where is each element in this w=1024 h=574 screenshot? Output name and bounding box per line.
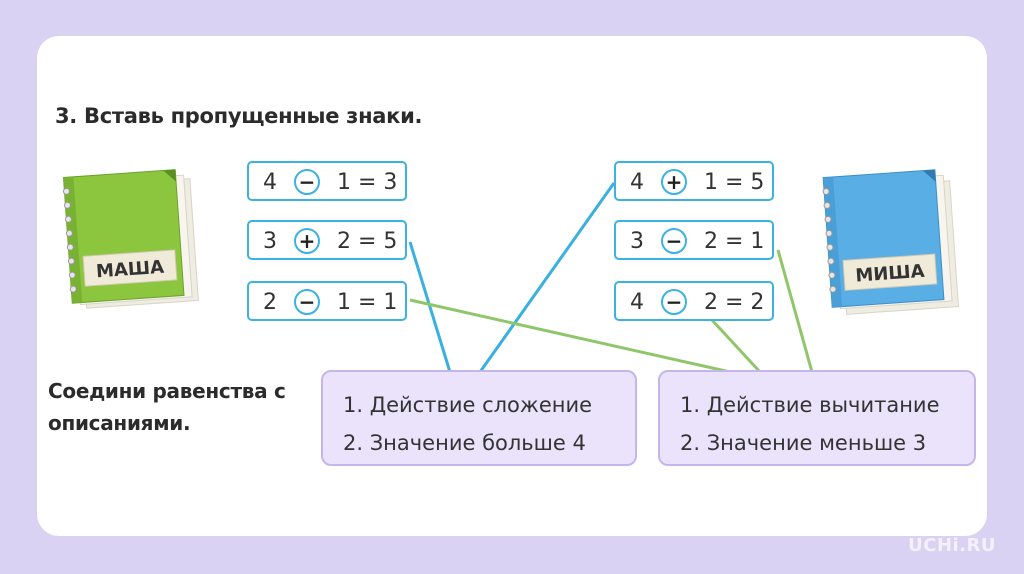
equation-rest: 2 = 2	[704, 290, 765, 315]
instruction-text: Соедини равенства с описаниями.	[48, 379, 286, 435]
equation-right-2: 3 − 2 = 1	[614, 220, 774, 260]
operand: 2	[263, 290, 277, 315]
operand: 3	[263, 229, 277, 254]
description-line: 1. Действие вычитание	[680, 393, 940, 417]
operand: 3	[630, 229, 644, 254]
line-2minus1-to-subtraction	[409, 298, 731, 374]
equation-rest: 2 = 1	[704, 229, 765, 254]
sign-circle[interactable]: −	[661, 228, 687, 254]
sign-circle[interactable]: +	[661, 169, 687, 195]
notebook-misha-label: МИША	[855, 261, 926, 287]
equation-left-2: 3 + 2 = 5	[247, 220, 407, 260]
operand: 4	[263, 170, 277, 195]
description-subtraction[interactable]: 1. Действие вычитание 2. Значение меньше…	[658, 370, 976, 466]
description-addition[interactable]: 1. Действие сложение 2. Значение больше …	[321, 370, 637, 466]
equation-left-3: 2 − 1 = 1	[247, 281, 407, 321]
equation-rest: 1 = 3	[337, 170, 398, 195]
line-4plus1-to-addition	[478, 182, 616, 373]
operand: 4	[630, 290, 644, 315]
description-line: 1. Действие сложение	[343, 393, 593, 417]
sign-circle[interactable]: −	[661, 289, 687, 315]
task-title: 3. Вставь пропущенные знаки.	[55, 104, 423, 128]
equation-rest: 1 = 1	[337, 290, 398, 315]
notebook-masha-label: МАША	[95, 257, 164, 283]
line-4minus2-to-subtraction	[710, 318, 762, 374]
watermark-logo: UCHi.RU	[908, 535, 996, 556]
notebook-masha: МАША	[62, 169, 199, 309]
equation-rest: 1 = 5	[704, 170, 765, 195]
equation-right-1: 4 + 1 = 5	[614, 161, 774, 201]
notebook-misha: МИША	[822, 169, 959, 315]
equation-rest: 2 = 5	[337, 229, 398, 254]
description-line: 2. Значение меньше 3	[680, 431, 927, 455]
sign-circle[interactable]: +	[294, 228, 320, 254]
equation-left-1: 4 − 1 = 3	[247, 161, 407, 201]
line-3minus2-to-subtraction	[776, 249, 814, 373]
sign-circle[interactable]: −	[294, 289, 320, 315]
sign-circle[interactable]: −	[294, 169, 320, 195]
line-3plus2-to-addition	[408, 241, 452, 373]
description-line: 2. Значение больше 4	[343, 431, 586, 455]
operand: 4	[630, 170, 644, 195]
equation-right-3: 4 − 2 = 2	[614, 281, 774, 321]
